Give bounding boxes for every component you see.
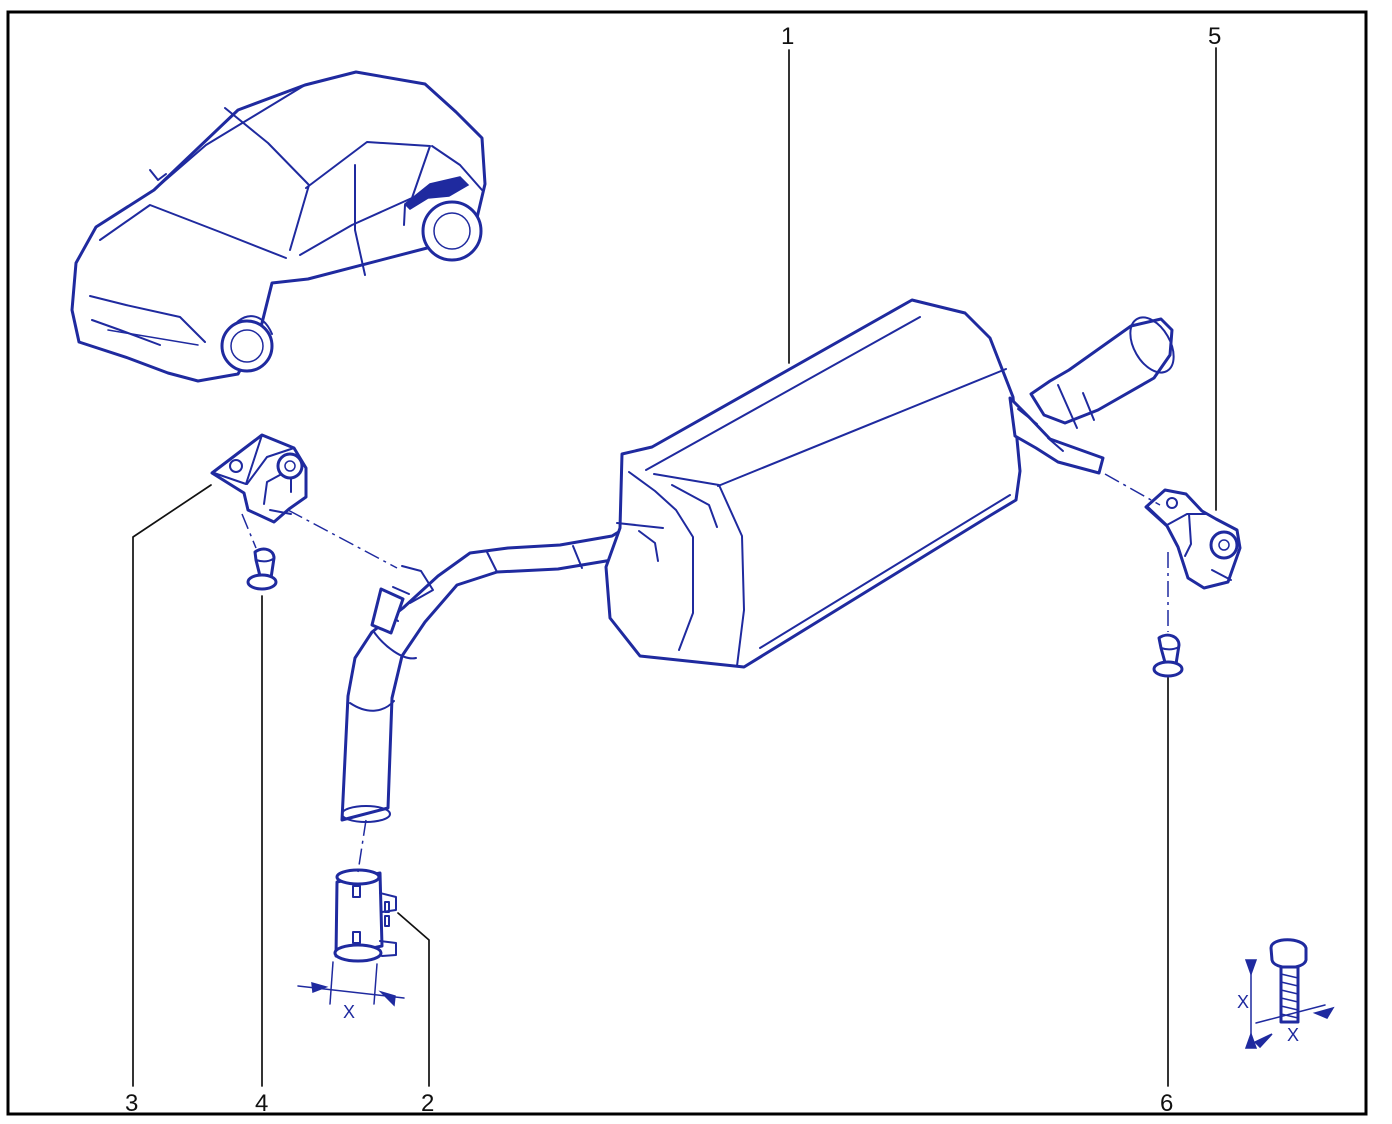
pipe-clamp-group [333,868,397,963]
center-lines [241,473,1169,873]
callout-label-6: 6 [1160,1090,1173,1117]
callouts: 1 2 3 4 5 6 [125,23,1221,1117]
callout-label-2: 2 [421,1090,434,1117]
callout-label-1: 1 [781,23,794,50]
callout-label-4: 4 [255,1090,268,1117]
front-bracket-bolt-group [246,547,278,591]
torque-legend: X X [1237,938,1335,1049]
callout-label-5: 5 [1208,23,1221,50]
clamp-dimension: X [297,961,405,1022]
diagram-border [6,10,1368,1116]
rear-bracket-bolt-group [1152,633,1184,678]
legend-height-label: X [1237,992,1249,1012]
exhaust-assembly [340,298,1175,823]
clamp-width-label: X [343,1002,355,1022]
legend-width-label: X [1287,1025,1299,1045]
rear-bracket-group [1144,488,1242,590]
callout-label-3: 3 [125,1090,138,1117]
vehicle-illustration [70,70,487,383]
front-bracket-group [210,433,308,524]
